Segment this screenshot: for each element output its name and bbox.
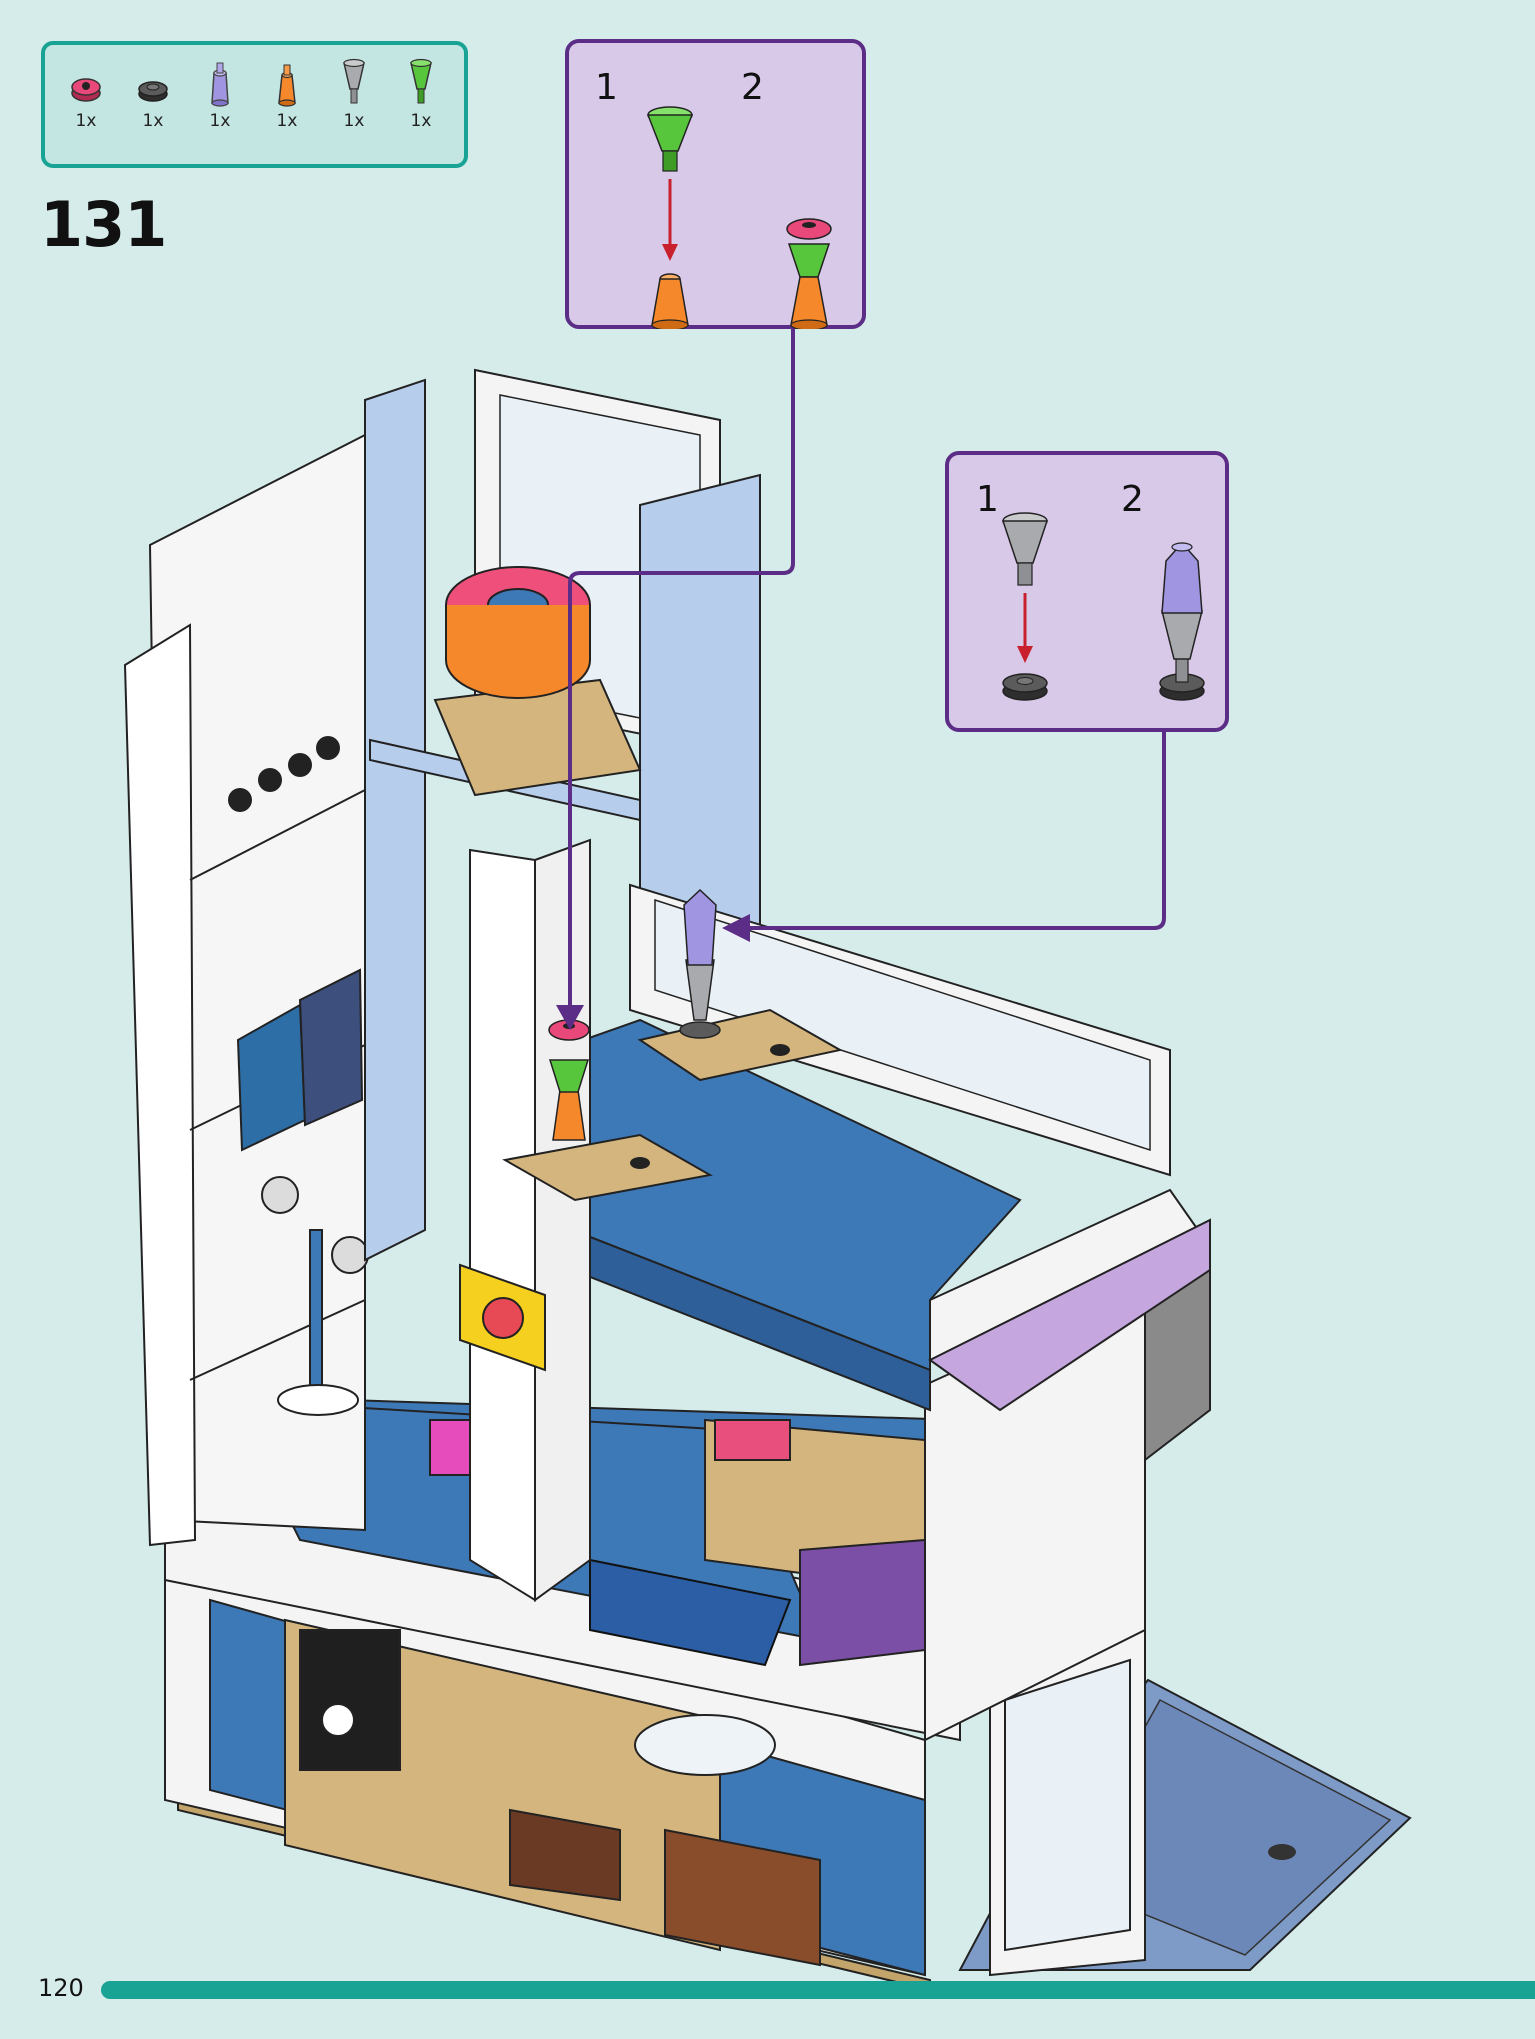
part-dark-plate: 1x [123, 55, 183, 131]
pink-flower-piece-icon [71, 78, 101, 102]
dark-round-plate-icon [138, 81, 168, 102]
part-qty: 1x [276, 111, 298, 131]
top-floor-items [433, 566, 642, 797]
red-arrow-icon [662, 179, 678, 261]
callout-connectors [556, 328, 1166, 1030]
assembled-lamp-icon [1159, 541, 1205, 701]
assembled-vase-icon [786, 218, 832, 329]
sub-step-1-label: 1 [976, 479, 999, 520]
red-arrow-icon [1017, 593, 1033, 663]
vase-subassembly-callout: 1 2 [565, 39, 866, 329]
grey-cone-icon [1001, 512, 1049, 586]
part-grey-cone: 1x [324, 55, 384, 131]
part-qty: 1x [142, 111, 164, 131]
part-qty: 1x [343, 111, 365, 131]
left-wall [123, 433, 369, 1547]
sub-step-2-label: 2 [1121, 479, 1144, 520]
lavender-transparent-cone-icon [211, 62, 229, 107]
part-pink-flower: 1x [56, 55, 116, 131]
green-cone-icon [410, 58, 432, 104]
green-cone-icon [646, 106, 694, 172]
lamp-subassembly-callout: 1 2 [945, 451, 1229, 732]
orange-cone-icon [651, 273, 689, 329]
lamp-steps-illustration [1001, 512, 1205, 701]
ground-floor [164, 1518, 1146, 1977]
page-number: 120 [38, 1974, 84, 2002]
page-footer-bar [101, 1981, 1535, 1999]
orange-cone-icon [278, 64, 296, 107]
assembled-vase [548, 1019, 590, 1141]
sub-step-1-label: 1 [595, 67, 618, 108]
part-qty: 1x [209, 111, 231, 131]
part-lavender-cone: 1x [190, 55, 250, 131]
assembled-lamp [679, 888, 721, 1039]
parts-list-box: 1x 1x 1x 1x 1x [41, 41, 468, 168]
part-orange-cone: 1x [257, 55, 317, 131]
third-floor-deck [459, 838, 1211, 1602]
vase-steps-illustration [646, 106, 832, 329]
part-qty: 1x [410, 111, 432, 131]
grey-cone-icon [343, 58, 365, 104]
step-number: 131 [40, 188, 167, 261]
sub-step-2-label: 2 [741, 67, 764, 108]
part-green-cone: 1x [391, 55, 451, 131]
dark-round-plate-icon [1002, 673, 1048, 701]
part-qty: 1x [75, 111, 97, 131]
